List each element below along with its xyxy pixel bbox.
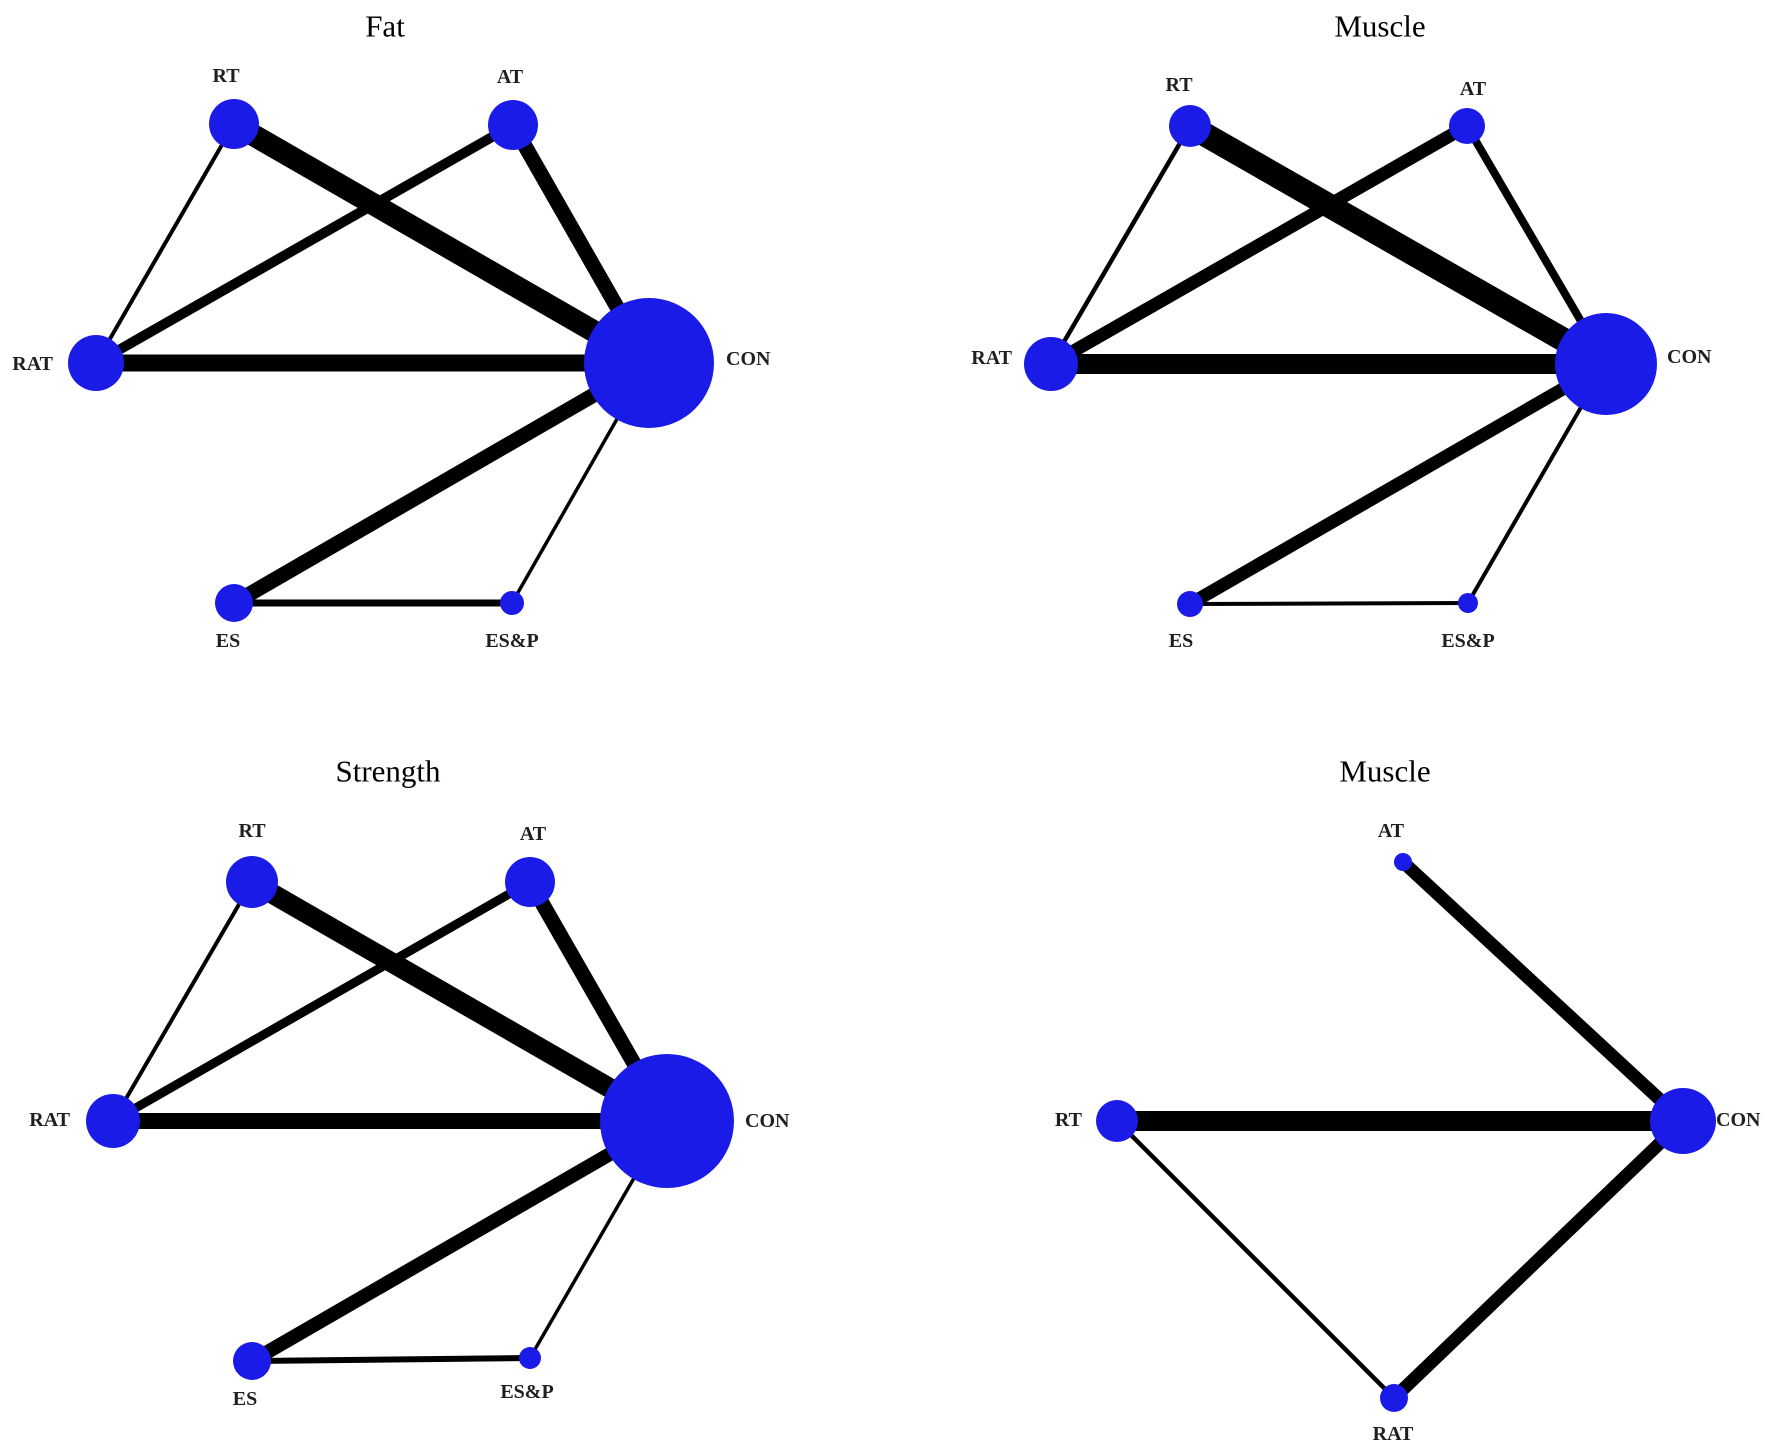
node-fat-top-left-RT: [209, 99, 259, 149]
node-label-fat-top-left-RAT: RAT: [12, 353, 53, 375]
node-muscle-top-right-RT: [1169, 105, 1211, 147]
panel-title-strength-bottom-left: Strength: [335, 754, 441, 789]
node-label-strength-bottom-left-RAT: RAT: [29, 1109, 70, 1131]
panel-title-fat-top-left: Fat: [365, 9, 405, 44]
node-muscle-top-right-RAT: [1024, 337, 1078, 391]
edge-muscle-top-right-ES-ESP: [1189, 601, 1469, 606]
node-label-muscle-bottom-right-RT: RT: [1055, 1109, 1083, 1131]
edge-strength-bottom-left-RT-CON: [247, 873, 672, 1130]
node-strength-bottom-left-RT: [226, 856, 278, 908]
node-strength-bottom-left-AT: [505, 857, 555, 907]
edge-muscle-bottom-right-AT-CON: [1398, 857, 1688, 1126]
node-fat-top-left-ESP: [500, 591, 524, 615]
node-muscle-bottom-right-AT: [1394, 853, 1412, 871]
node-label-fat-top-left-AT: AT: [497, 66, 524, 88]
node-label-muscle-bottom-right-CON: CON: [1716, 1109, 1761, 1131]
edge-muscle-bottom-right-RT-RAT: [1115, 1119, 1396, 1400]
node-muscle-bottom-right-RT: [1096, 1100, 1138, 1142]
node-fat-top-left-ES: [215, 584, 253, 622]
node-label-muscle-top-right-AT: AT: [1460, 78, 1487, 100]
node-muscle-top-right-ES: [1177, 591, 1203, 617]
edge-strength-bottom-left-RT-RAT: [111, 880, 254, 1123]
node-label-muscle-bottom-right-AT: AT: [1378, 820, 1405, 842]
node-fat-top-left-AT: [488, 100, 538, 150]
node-label-strength-bottom-left-ES: ES: [233, 1388, 257, 1410]
node-strength-bottom-left-ESP: [519, 1347, 541, 1369]
node-fat-top-left-CON: [584, 298, 714, 428]
edge-muscle-top-right-ES-CON: [1186, 358, 1610, 610]
node-muscle-top-right-ESP: [1458, 593, 1478, 613]
node-label-strength-bottom-left-CON: CON: [745, 1110, 790, 1132]
node-label-muscle-top-right-ES: ES: [1169, 630, 1193, 652]
node-label-fat-top-left-CON: CON: [726, 348, 771, 370]
node-muscle-top-right-AT: [1449, 108, 1485, 144]
node-muscle-bottom-right-RAT: [1380, 1384, 1408, 1412]
edge-fat-top-left-RT-RAT: [94, 122, 236, 365]
node-fat-top-left-RAT: [68, 335, 124, 391]
node-strength-bottom-left-CON: [600, 1054, 734, 1188]
node-label-strength-bottom-left-RT: RT: [238, 820, 266, 842]
edge-fat-top-left-ES-CON: [230, 356, 653, 610]
node-label-fat-top-left-RT: RT: [212, 65, 240, 87]
node-label-muscle-top-right-ESP: ES&P: [1441, 630, 1494, 652]
node-label-muscle-top-right-RAT: RAT: [971, 347, 1012, 369]
edge-strength-bottom-left-ES-CON: [248, 1114, 671, 1368]
panel-title-muscle-top-right: Muscle: [1334, 9, 1425, 44]
node-label-fat-top-left-ES: ES: [216, 630, 240, 652]
node-label-muscle-bottom-right-RAT: RAT: [1373, 1423, 1414, 1445]
edge-strength-bottom-left-ES-ESP: [251, 1355, 531, 1364]
node-strength-bottom-left-RAT: [86, 1094, 140, 1148]
edge-muscle-top-right-RT-RAT: [1049, 124, 1192, 366]
edge-muscle-bottom-right-RAT-CON: [1389, 1116, 1688, 1403]
edge-fat-top-left-RT-CON: [228, 114, 655, 373]
edge-muscle-top-right-RT-CON: [1184, 115, 1612, 375]
node-muscle-bottom-right-CON: [1650, 1088, 1716, 1154]
node-label-strength-bottom-left-AT: AT: [520, 823, 547, 845]
node-label-strength-bottom-left-ESP: ES&P: [500, 1381, 553, 1403]
edge-muscle-top-right-AT-RAT: [1047, 120, 1471, 370]
panel-title-muscle-bottom-right: Muscle: [1339, 754, 1430, 789]
node-label-fat-top-left-ESP: ES&P: [485, 630, 538, 652]
node-muscle-top-right-CON: [1555, 313, 1657, 415]
edge-fat-top-left-AT-RAT: [93, 120, 516, 368]
node-label-muscle-top-right-RT: RT: [1165, 74, 1193, 96]
edge-strength-bottom-left-AT-RAT: [110, 878, 533, 1125]
node-label-muscle-top-right-CON: CON: [1667, 346, 1712, 368]
node-strength-bottom-left-ES: [233, 1342, 271, 1380]
